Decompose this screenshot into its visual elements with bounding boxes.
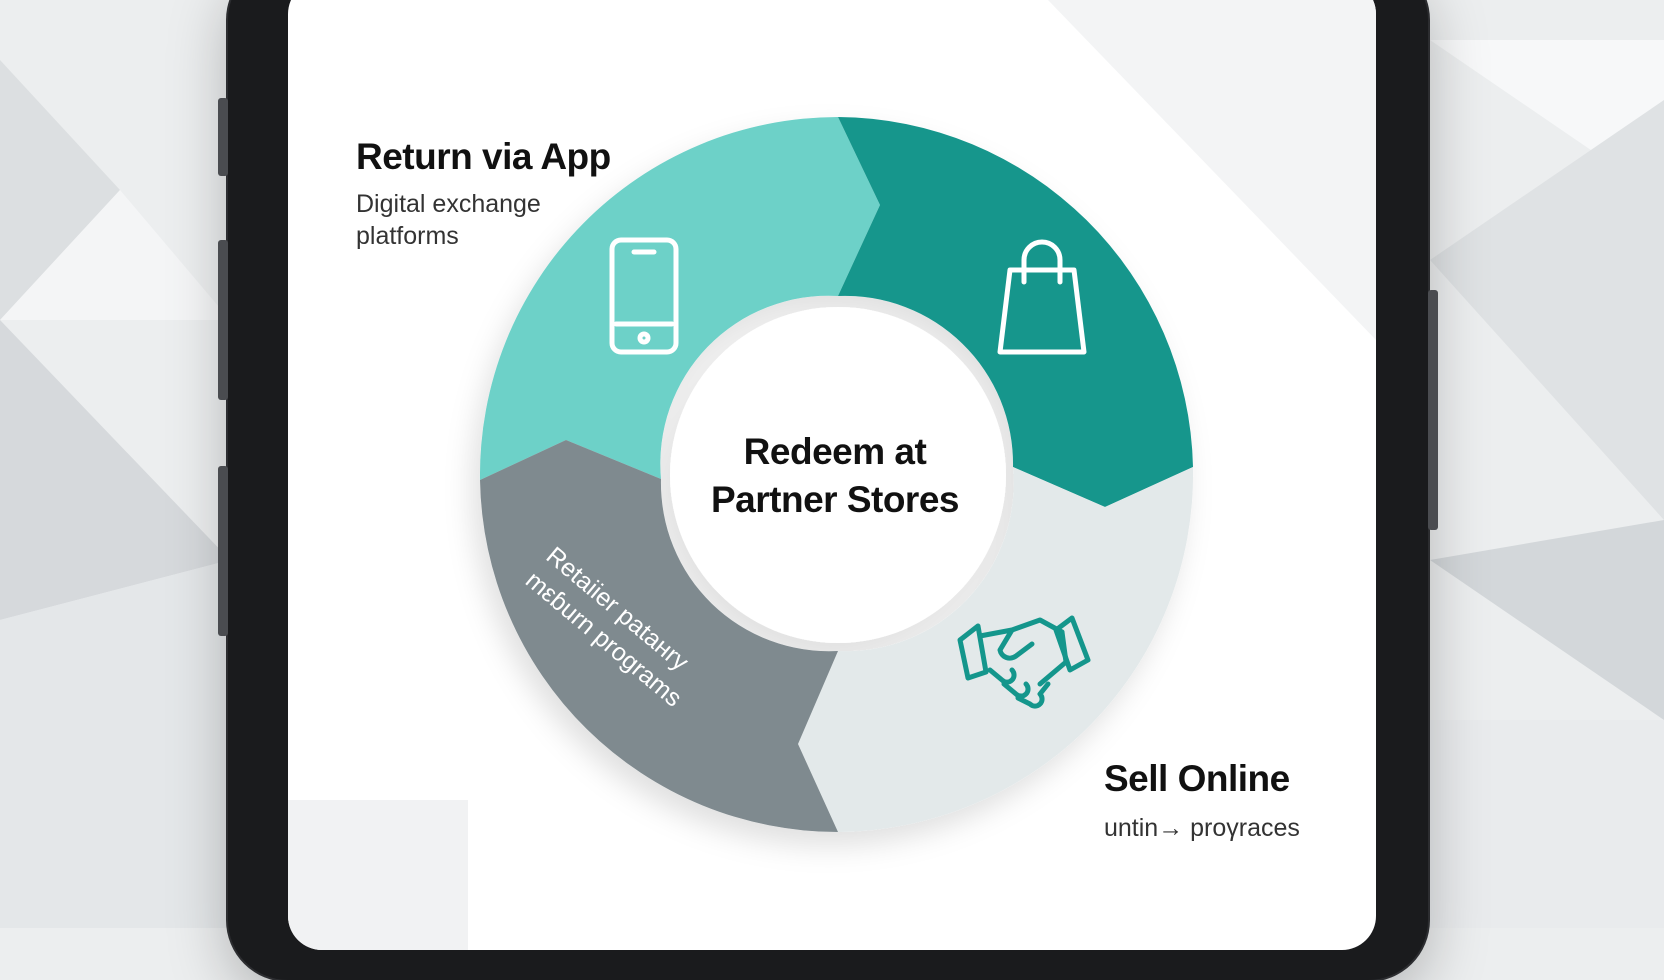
power-button: [1428, 290, 1438, 530]
segment-title: Return via App: [356, 136, 611, 177]
smartphone-icon: [609, 237, 679, 355]
center-circle: [670, 307, 1006, 643]
volume-button: [218, 98, 228, 176]
volume-button: [218, 466, 228, 636]
segment-title: Sell Online: [1104, 758, 1290, 799]
volume-button: [218, 240, 228, 400]
segment-sell-online: [798, 467, 1194, 832]
center-line: Redeem at: [743, 431, 927, 472]
label-return-via-app: Return via App Digital exchange platform…: [356, 136, 611, 252]
shopping-bag-icon: [997, 239, 1087, 355]
segment-redeem-at-partner-stores: [838, 117, 1193, 507]
segment-subtitle: Digital exchange platforms: [356, 188, 611, 252]
segment-return-via-app: [479, 117, 880, 480]
subtitle-line: Digital exchange: [356, 190, 541, 218]
subtitle-line: platforms: [356, 222, 459, 250]
segment-retailer-programs: [480, 440, 838, 832]
screen-background: [288, 0, 1376, 950]
center-line: Partner Stores: [711, 479, 960, 520]
cycle-diagram: [479, 117, 1194, 832]
segment-subtitle: untin→ proγraces: [1104, 814, 1300, 842]
label-sell-online: Sell Online untin→ proγraces: [1104, 758, 1300, 844]
center-label: Redeem at Partner Stores: [655, 428, 1015, 524]
handshake-icon: [957, 615, 1091, 709]
